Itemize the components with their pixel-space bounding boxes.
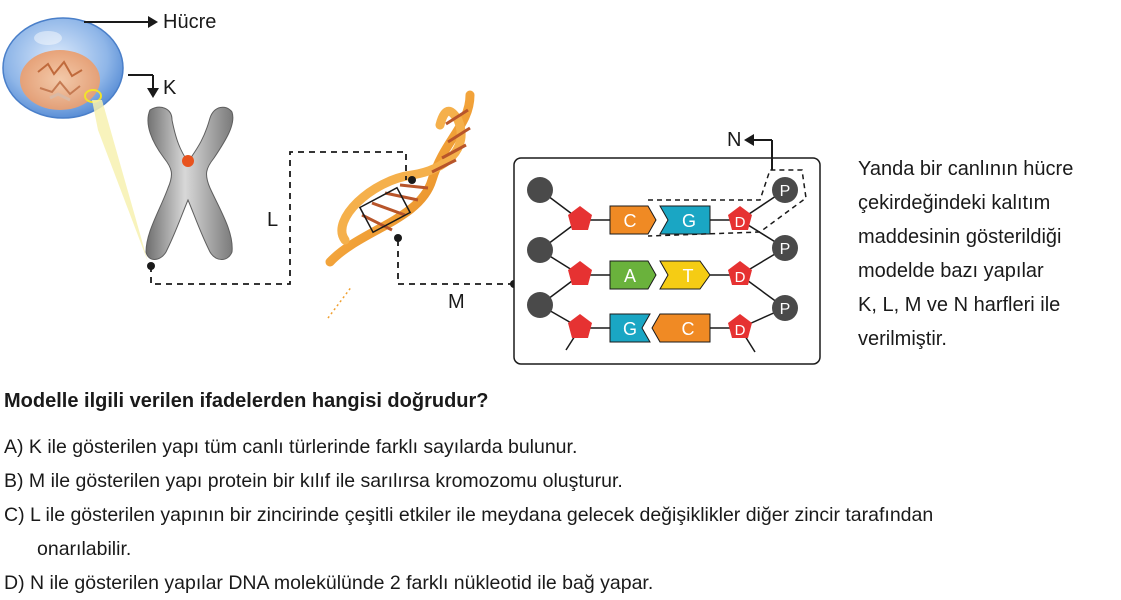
left-sugar-2 [568, 261, 592, 285]
description-line: verilmiştir. [858, 328, 947, 350]
biology-figure: C G A T G C D [2, 16, 821, 365]
option-b[interactable]: B) M ile gösterilen yapı protein bir kıl… [4, 470, 623, 492]
dna-helix-illustration [325, 90, 475, 319]
label-hucre: Hücre [163, 11, 217, 33]
cell-illustration [2, 17, 124, 119]
sugar-label-2: D [735, 269, 746, 286]
phosphate-label-3: P [780, 301, 791, 318]
connector-lines [150, 151, 514, 285]
label-m: M [448, 291, 465, 313]
base-c-3: C [682, 319, 695, 339]
left-phosphate-1 [527, 177, 553, 203]
k-arrow [128, 74, 159, 98]
right-phosphate-2 [772, 235, 798, 261]
base-g-3: G [623, 319, 637, 339]
left-backbone [527, 177, 612, 351]
option-d[interactable]: D) N ile gösterilen yapılar DNA molekülü… [4, 572, 654, 594]
left-phosphate-3 [527, 292, 553, 318]
phosphate-label-2: P [780, 241, 791, 258]
figure-description: Yanda bir canlının hücre çekirdeğindeki … [858, 152, 1120, 356]
description-line: K, L, M ve N harfleri ile [858, 294, 1061, 316]
option-c-continuation[interactable]: onarılabilir. [37, 538, 132, 560]
option-c[interactable]: C) L ile gösterilen yapının bir zincirin… [4, 504, 934, 526]
sugar-label-3: D [735, 322, 746, 339]
zoom-cone [92, 100, 148, 262]
right-backbone: D D D P P P [710, 177, 798, 353]
base-c-1: C [624, 211, 637, 231]
left-sugar-1 [568, 206, 592, 230]
base-g-1: G [682, 211, 696, 231]
label-n: N [727, 129, 742, 151]
label-l: L [267, 209, 279, 231]
description-line: Yanda bir canlının hücre [858, 158, 1074, 180]
base-a-2: A [624, 266, 636, 286]
left-sugar-3 [568, 314, 592, 338]
n-arrow [744, 134, 773, 170]
base-pair-row-1: C G [609, 205, 711, 235]
sugar-label-1: D [735, 214, 746, 231]
dna-model: C G A T G C D [513, 134, 821, 365]
base-t-2: T [683, 266, 694, 286]
phosphate-label-1: P [780, 183, 791, 200]
nucleotide-outline [647, 169, 807, 237]
right-sugar-1 [728, 206, 752, 230]
hucre-arrow [84, 16, 158, 28]
right-sugar-2 [728, 261, 752, 285]
answer-options: A) K ile gösterilen yapı tüm canlı türle… [4, 430, 933, 600]
right-phosphate-3 [772, 295, 798, 321]
description-line: maddesinin gösterildiği [858, 226, 1062, 248]
right-phosphate-1 [772, 177, 798, 203]
question-text: Modelle ilgili verilen ifadelerden hangi… [4, 390, 489, 412]
option-a[interactable]: A) K ile gösterilen yapı tüm canlı türle… [4, 436, 578, 458]
base-pair-row-3: G C [609, 313, 711, 343]
left-phosphate-2 [527, 237, 553, 263]
chromosome-illustration [145, 106, 234, 260]
description-line: çekirdeğindeki kalıtım [858, 192, 1051, 214]
dna-dot-bottom [394, 234, 402, 242]
dna-dot-top [408, 176, 416, 184]
base-pair-row-2: A T [609, 260, 711, 290]
chromosome-dot [147, 262, 155, 270]
label-k: K [163, 77, 177, 99]
right-sugar-3 [728, 314, 752, 338]
description-line: modelde bazı yapılar [858, 260, 1044, 282]
